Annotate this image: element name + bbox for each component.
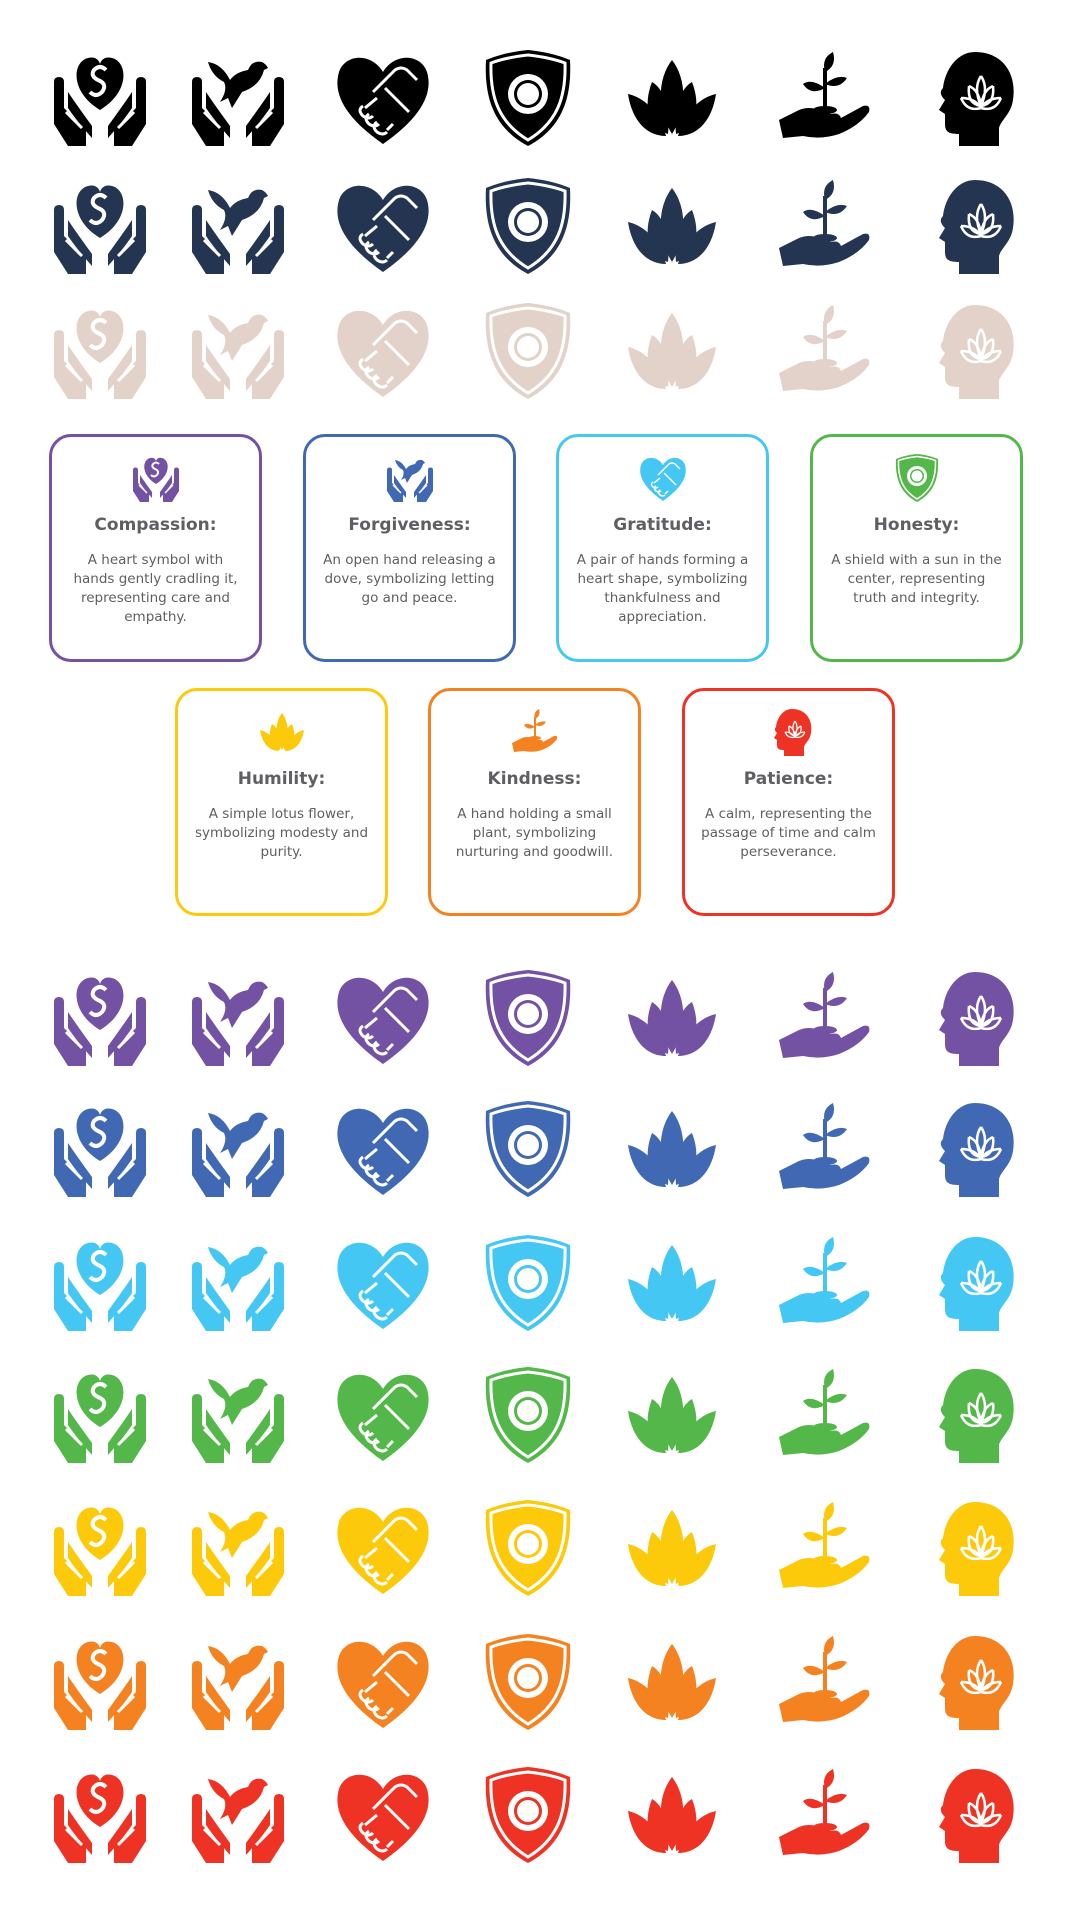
card-description: A shield with a sun in the center, repre… bbox=[831, 552, 1002, 606]
hand-plant-icon bbox=[775, 1632, 875, 1732]
shield-sun-icon bbox=[478, 301, 578, 401]
shield-sun-icon bbox=[478, 176, 578, 276]
heart-in-hands-icon bbox=[50, 968, 150, 1068]
card-title: Patience: bbox=[743, 769, 834, 789]
card-compassion: Compassion: A heart symbol with hands gen… bbox=[49, 434, 262, 662]
hand-plant-icon bbox=[775, 1233, 875, 1333]
dove-in-hands-icon bbox=[188, 1099, 288, 1199]
head-lotus-icon bbox=[919, 1365, 1019, 1465]
heart-in-hands-icon bbox=[50, 1365, 150, 1465]
card-humility: Humility: A simple lotus flower, symboliz… bbox=[175, 688, 388, 916]
lotus-icon bbox=[622, 1099, 722, 1199]
hand-plant-icon bbox=[775, 1099, 875, 1199]
head-lotus-icon bbox=[919, 301, 1019, 401]
hand-plant-icon bbox=[775, 176, 875, 276]
lotus-icon bbox=[622, 968, 722, 1068]
hand-plant-icon bbox=[775, 48, 875, 148]
handshake-heart-icon bbox=[333, 968, 433, 1068]
lotus-icon bbox=[257, 707, 307, 757]
shield-sun-icon bbox=[478, 1765, 578, 1865]
hand-plant-icon bbox=[775, 1765, 875, 1865]
dove-in-hands-icon bbox=[385, 453, 435, 503]
handshake-heart-icon bbox=[333, 1498, 433, 1598]
head-lotus-icon bbox=[764, 707, 814, 757]
dove-in-hands-icon bbox=[188, 968, 288, 1068]
dove-in-hands-icon bbox=[188, 176, 288, 276]
head-lotus-icon bbox=[919, 1632, 1019, 1732]
shield-sun-icon bbox=[892, 453, 942, 503]
card-description: A heart symbol with hands gently cradlin… bbox=[73, 552, 238, 625]
card-gratitude: Gratitude: A pair of hands forming a hear… bbox=[556, 434, 769, 662]
dove-in-hands-icon bbox=[188, 301, 288, 401]
dove-in-hands-icon bbox=[188, 1365, 288, 1465]
lotus-icon bbox=[622, 48, 722, 148]
card-title: Gratitude: bbox=[613, 515, 712, 535]
heart-in-hands-icon bbox=[50, 301, 150, 401]
card-title: Forgiveness: bbox=[348, 515, 471, 535]
shield-sun-icon bbox=[478, 48, 578, 148]
heart-in-hands-icon bbox=[50, 176, 150, 276]
heart-in-hands-icon bbox=[131, 453, 181, 503]
shield-sun-icon bbox=[478, 1498, 578, 1598]
card-title: Honesty: bbox=[873, 515, 960, 535]
heart-in-hands-icon bbox=[50, 1632, 150, 1732]
handshake-heart-icon bbox=[333, 176, 433, 276]
hand-plant-icon bbox=[775, 1365, 875, 1465]
handshake-heart-icon bbox=[333, 1233, 433, 1333]
handshake-heart-icon bbox=[638, 453, 688, 503]
card-description: A calm, representing the passage of time… bbox=[701, 806, 876, 860]
lotus-icon bbox=[622, 1632, 722, 1732]
card-title: Humility: bbox=[237, 769, 326, 789]
head-lotus-icon bbox=[919, 176, 1019, 276]
lotus-icon bbox=[622, 1765, 722, 1865]
head-lotus-icon bbox=[919, 1233, 1019, 1333]
shield-sun-icon bbox=[478, 1365, 578, 1465]
shield-sun-icon bbox=[478, 1632, 578, 1732]
hand-plant-icon bbox=[775, 301, 875, 401]
dove-in-hands-icon bbox=[188, 1498, 288, 1598]
hand-plant-icon bbox=[775, 1498, 875, 1598]
heart-in-hands-icon bbox=[50, 48, 150, 148]
head-lotus-icon bbox=[919, 968, 1019, 1068]
card-title: Compassion: bbox=[94, 515, 217, 535]
lotus-icon bbox=[622, 176, 722, 276]
head-lotus-icon bbox=[919, 1498, 1019, 1598]
head-lotus-icon bbox=[919, 1765, 1019, 1865]
head-lotus-icon bbox=[919, 48, 1019, 148]
card-kindness: Kindness: A hand holding a small plant, s… bbox=[428, 688, 641, 916]
dove-in-hands-icon bbox=[188, 48, 288, 148]
handshake-heart-icon bbox=[333, 1099, 433, 1199]
card-patience: Patience: A calm, representing the passag… bbox=[682, 688, 895, 916]
handshake-heart-icon bbox=[333, 301, 433, 401]
dove-in-hands-icon bbox=[188, 1765, 288, 1865]
card-forgiveness: Forgiveness: An open hand releasing a dov… bbox=[303, 434, 516, 662]
handshake-heart-icon bbox=[333, 1365, 433, 1465]
card-description: An open hand releasing a dove, symbolizi… bbox=[323, 552, 496, 606]
shield-sun-icon bbox=[478, 1233, 578, 1333]
heart-in-hands-icon bbox=[50, 1233, 150, 1333]
dove-in-hands-icon bbox=[188, 1632, 288, 1732]
hand-plant-icon bbox=[775, 968, 875, 1068]
handshake-heart-icon bbox=[333, 48, 433, 148]
heart-in-hands-icon bbox=[50, 1498, 150, 1598]
lotus-icon bbox=[622, 1498, 722, 1598]
lotus-icon bbox=[622, 301, 722, 401]
card-title: Kindness: bbox=[487, 769, 582, 789]
shield-sun-icon bbox=[478, 968, 578, 1068]
lotus-icon bbox=[622, 1233, 722, 1333]
dove-in-hands-icon bbox=[188, 1233, 288, 1333]
card-description: A simple lotus flower, symbolizing modes… bbox=[194, 806, 369, 860]
heart-in-hands-icon bbox=[50, 1099, 150, 1199]
card-description: A pair of hands forming a heart shape, s… bbox=[576, 552, 749, 625]
heart-in-hands-icon bbox=[50, 1765, 150, 1865]
card-description: A hand holding a small plant, symbolizin… bbox=[455, 806, 614, 860]
handshake-heart-icon bbox=[333, 1765, 433, 1865]
lotus-icon bbox=[622, 1365, 722, 1465]
card-honesty: Honesty: A shield with a sun in the cente… bbox=[810, 434, 1023, 662]
shield-sun-icon bbox=[478, 1099, 578, 1199]
head-lotus-icon bbox=[919, 1099, 1019, 1199]
hand-plant-icon bbox=[510, 707, 560, 757]
handshake-heart-icon bbox=[333, 1632, 433, 1732]
